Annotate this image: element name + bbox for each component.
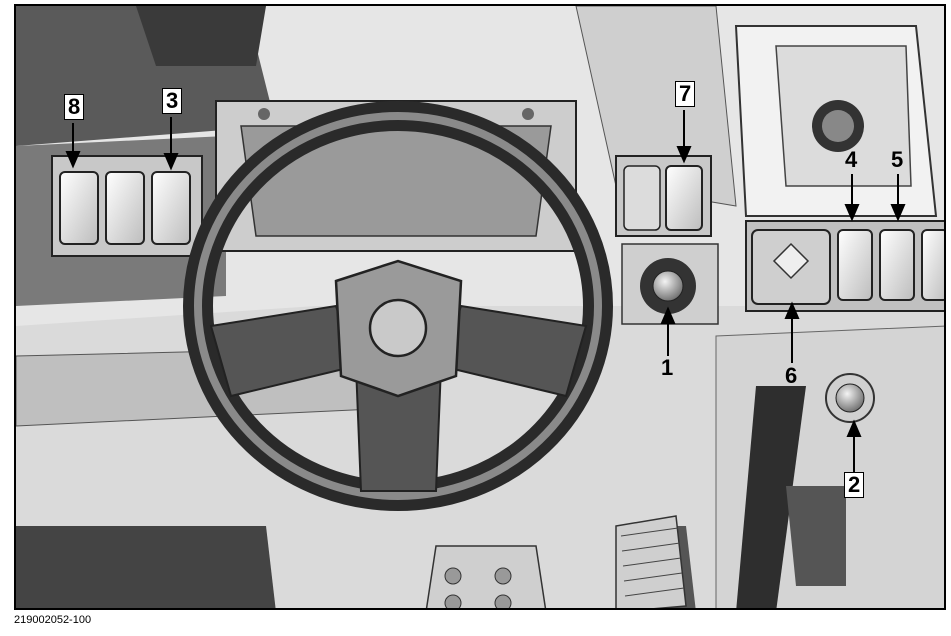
dashboard-illustration (16, 6, 946, 610)
callout-label-5: 5 (891, 148, 903, 172)
callout-label-1: 1 (661, 356, 673, 380)
callout-label-3: 3 (162, 88, 182, 114)
callout-label-4: 4 (845, 148, 857, 172)
illustration-frame: 8 3 7 4 5 6 1 2 (14, 4, 946, 610)
callout-label-2: 2 (844, 472, 864, 498)
callout-label-6: 6 (785, 364, 797, 388)
callout-label-7: 7 (675, 81, 695, 107)
figure-id: 219002052-100 (14, 614, 91, 626)
callout-label-8: 8 (64, 94, 84, 120)
